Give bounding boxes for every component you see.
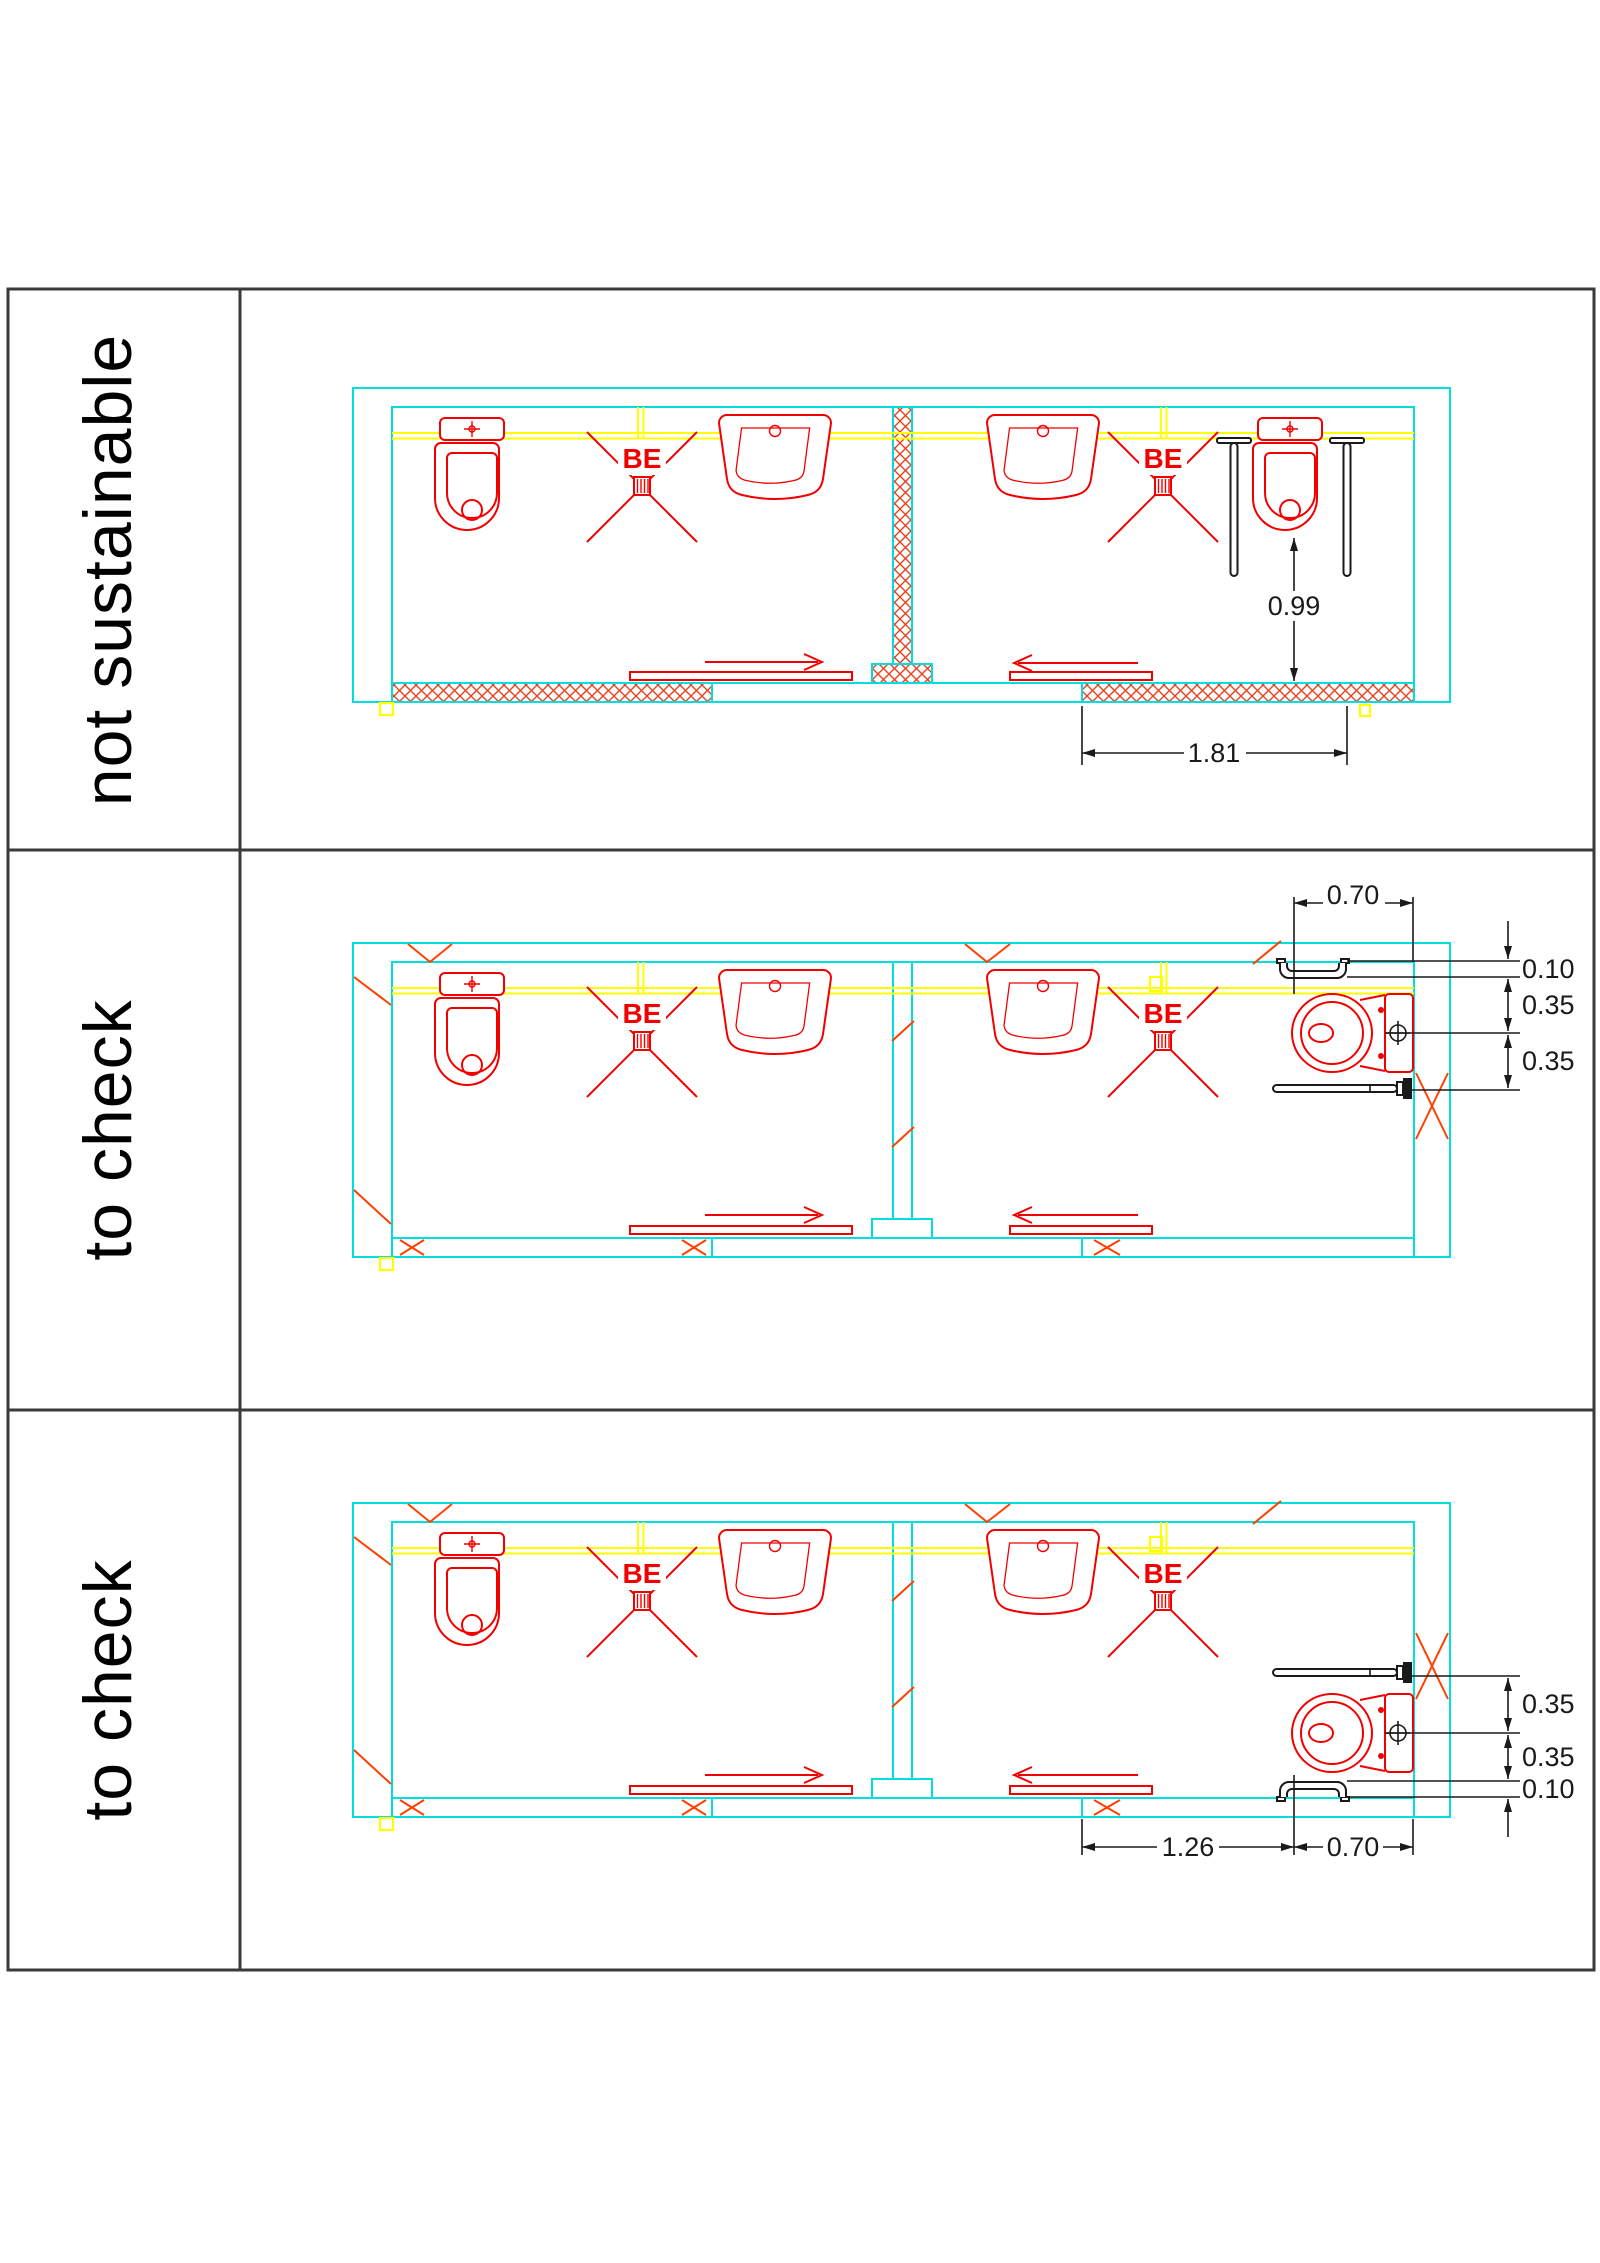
pipe-riser-right — [1358, 703, 1372, 718]
dim-toilet-front-clearance: 0.99 — [1262, 538, 1326, 681]
shower-label: BE — [1144, 1558, 1183, 1589]
svg-text:1.81: 1.81 — [1188, 738, 1241, 768]
bottom-wall-right — [1081, 1237, 1415, 1258]
accessible-toilet — [1252, 417, 1323, 531]
fixtures — [435, 1530, 1218, 1657]
dim-axis-to-grab-bar: 0.35 — [1522, 990, 1575, 1020]
shower-label: BE — [623, 443, 662, 474]
plan-row-2: BE BE 0.10 0.35 0.35 0.70 — [352, 880, 1575, 1272]
dim-stack-right: 0.10 0.35 0.35 — [1347, 921, 1575, 1091]
water-supply-lines — [392, 1522, 1414, 1555]
fold-down-grab-bar — [1272, 1661, 1413, 1684]
dim-stack-right: 0.35 0.35 0.10 — [1347, 1675, 1575, 1837]
partition-footing — [871, 1778, 933, 1799]
svg-text:0.99: 0.99 — [1268, 591, 1321, 621]
dim-grab-bar-offset: 0.10 — [1522, 1774, 1575, 1804]
water-supply-lines — [392, 962, 1414, 995]
bottom-wall-right-hatched — [1081, 682, 1415, 703]
dim-grab-bar-offset: 0.10 — [1522, 954, 1575, 984]
bottom-wall-left — [391, 1237, 713, 1258]
row-1-label: not sustainable — [70, 334, 146, 806]
table-grid — [6, 287, 1596, 1972]
partition-wall — [892, 1521, 913, 1780]
grab-bar-left — [1216, 437, 1252, 577]
partition-footing — [871, 1218, 933, 1239]
partition-wall — [892, 961, 913, 1220]
pipe-riser-shower — [1148, 975, 1164, 993]
fixtures — [435, 415, 1218, 542]
dim-toilet-width: 0.70 — [1327, 1832, 1380, 1862]
pipe-riser-left — [378, 701, 395, 717]
dim-door-zone-width: 1.81 — [1081, 706, 1348, 768]
row-2-label: to check — [70, 999, 146, 1260]
dim-bottom: 1.26 0.70 — [1081, 1775, 1414, 1862]
dim-axis-to-grab-bar: 0.35 — [1522, 1742, 1575, 1772]
pipe-riser-left — [378, 1256, 395, 1272]
bottom-wall-left — [391, 1797, 713, 1818]
shower-label: BE — [623, 998, 662, 1029]
shower-label: BE — [623, 1558, 662, 1589]
pipe-riser-shower — [1148, 1535, 1164, 1553]
dim-axis-to-fold-bar: 0.35 — [1522, 1046, 1575, 1076]
sliding-doors — [629, 1206, 1153, 1235]
dim-door-to-toilet: 1.26 — [1162, 1832, 1215, 1862]
plan-row-1: BE BE 0.99 1.81 — [352, 387, 1451, 768]
partition-footing-hatched — [871, 663, 933, 684]
partition-wall-hatched — [892, 406, 913, 665]
dim-axis-to-fold-bar: 0.35 — [1522, 1689, 1575, 1719]
sliding-doors — [629, 1766, 1153, 1795]
dim-toilet-width: 0.70 — [1293, 880, 1414, 994]
grab-bar-right — [1329, 437, 1365, 577]
fixtures — [435, 970, 1218, 1097]
fold-down-grab-bar — [1272, 1077, 1413, 1100]
plan-row-3: BE BE 0.35 0.35 0.10 1.2 — [352, 1500, 1575, 1862]
bottom-wall-left-hatched — [391, 682, 713, 703]
shower-label: BE — [1144, 998, 1183, 1029]
svg-text:0.70: 0.70 — [1327, 880, 1380, 910]
pipe-riser-left — [378, 1816, 395, 1832]
row-3-label: to check — [70, 1559, 146, 1820]
bottom-wall-right — [1081, 1797, 1415, 1818]
shower-label: BE — [1144, 443, 1183, 474]
